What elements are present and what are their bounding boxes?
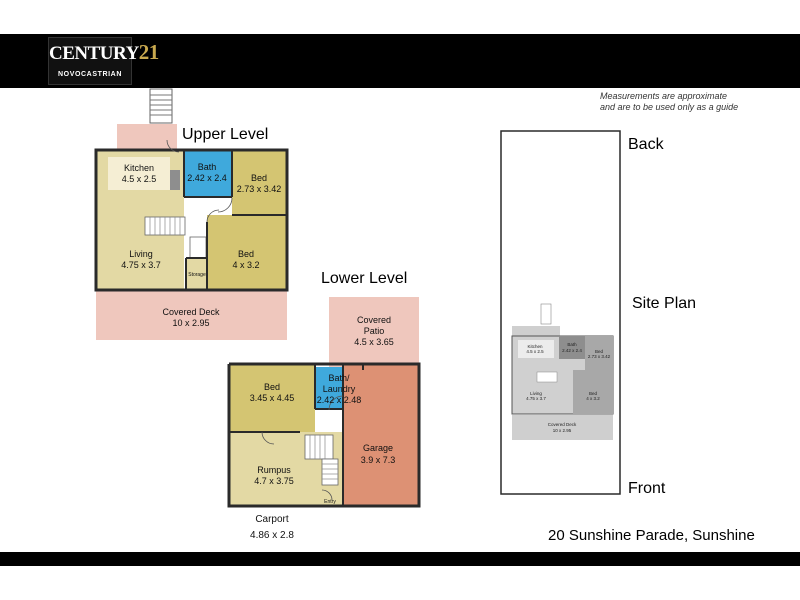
upper-entry-stair-treads (150, 94, 172, 116)
century21-logo: CENTURY21 NOVOCASTRIAN (48, 37, 159, 85)
disclaimer-line-2: and are to be used only as a guide (600, 102, 739, 112)
lower-stairs (321, 458, 339, 486)
property-address: 20 Sunshine Parade, Sunshine (548, 527, 755, 544)
upper-bed-1-room (232, 150, 287, 215)
upper-level-plan (94, 88, 289, 340)
site-covered-deck (512, 415, 613, 440)
kitchen-bench (108, 157, 170, 190)
storage-room (186, 258, 207, 290)
brand-number: 21 (138, 40, 160, 64)
footer-band (0, 552, 800, 566)
disclaimer-line-1: Measurements are approximate (600, 91, 728, 101)
upper-bed-2-room (207, 215, 287, 290)
site-landing (512, 326, 560, 338)
site-bath (559, 336, 585, 359)
header-band (0, 34, 800, 88)
site-plan-title: Site Plan (632, 295, 697, 312)
site-back-label: Back (628, 136, 664, 153)
entry-area (322, 486, 343, 506)
upper-bath-room (184, 150, 232, 197)
upper-walls (94, 148, 289, 292)
garage-room (343, 364, 419, 506)
lower-stairs-top (304, 434, 334, 460)
brand-office: NOVOCASTRIAN (58, 71, 122, 78)
site-stairs (540, 303, 552, 325)
upper-level-title: Upper Level (182, 126, 269, 143)
disclaimer: Measurements are approximate and are to … (600, 91, 794, 113)
lower-level-title: Lower Level (321, 270, 408, 287)
fridge-space (170, 170, 180, 190)
brand-name: CENTURY (49, 43, 139, 64)
site-internal-stairs (536, 371, 558, 383)
upper-stair-landing (189, 236, 207, 259)
lower-walls (227, 362, 421, 508)
site-bed-1 (585, 336, 613, 370)
upper-landing (117, 124, 177, 149)
covered-deck (96, 291, 287, 340)
upper-entry-stairs (149, 88, 173, 124)
lower-level-plan (227, 297, 421, 508)
site-front-label: Front (628, 480, 666, 497)
site-kitchen (518, 340, 554, 358)
site-bed-2 (573, 370, 613, 414)
site-plan (500, 130, 621, 495)
covered-patio (329, 297, 419, 367)
lower-bed-room (229, 364, 315, 432)
